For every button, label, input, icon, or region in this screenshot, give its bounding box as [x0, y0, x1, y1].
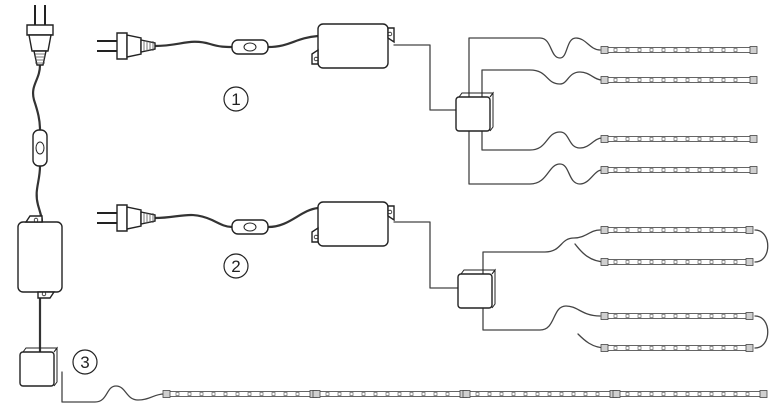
wire [61, 371, 165, 403]
led-strip-3c [462, 390, 618, 398]
strip-loop [754, 315, 769, 349]
wire [468, 37, 601, 98]
power-supply-icon [311, 23, 395, 69]
cord [153, 40, 234, 49]
led-strip-3a [162, 390, 318, 398]
led-strip-2d [600, 344, 754, 352]
wire [393, 221, 459, 289]
power-plug-icon [26, 5, 54, 66]
power-supply-icon [311, 201, 395, 247]
splitter-box-icon [455, 91, 494, 132]
splitter-box-icon [457, 268, 496, 309]
callout-1: 1 [223, 86, 249, 112]
wire [468, 130, 603, 185]
callout-2-circle [223, 253, 249, 279]
callout-2: 2 [223, 253, 249, 279]
power-plug-icon [97, 32, 156, 60]
power-plug-icon [97, 204, 156, 232]
cord [266, 34, 320, 49]
cord [35, 164, 44, 224]
callout-3-label: 3 [80, 353, 89, 372]
led-strip-2b [600, 258, 754, 266]
splitter-box-icon [19, 346, 58, 387]
cord [153, 213, 234, 229]
inline-switch-icon [231, 219, 269, 235]
led-strip-3d [612, 390, 768, 398]
cord [266, 206, 320, 229]
led-strip-1b [600, 76, 758, 84]
callout-2-label: 2 [231, 257, 240, 276]
power-supply-icon [17, 215, 63, 299]
led-strip-2a [600, 226, 754, 234]
led-strip-2c [600, 312, 754, 320]
cord [32, 63, 42, 132]
callout-1-circle [223, 86, 249, 112]
callout-3: 3 [72, 349, 98, 375]
strip-loop [754, 229, 769, 263]
callout-3-circle [72, 349, 98, 375]
inline-switch-icon [32, 129, 48, 167]
wire [481, 69, 603, 98]
led-strip-3b [312, 390, 468, 398]
wire [393, 44, 457, 111]
wire [482, 229, 601, 275]
wire [482, 305, 601, 331]
led-strip-1c [600, 135, 758, 143]
led-strip-1a [600, 46, 758, 54]
wire [481, 130, 603, 151]
inline-switch-icon [231, 39, 269, 55]
led-strip-1d [600, 166, 758, 174]
callout-1-label: 1 [231, 90, 240, 109]
